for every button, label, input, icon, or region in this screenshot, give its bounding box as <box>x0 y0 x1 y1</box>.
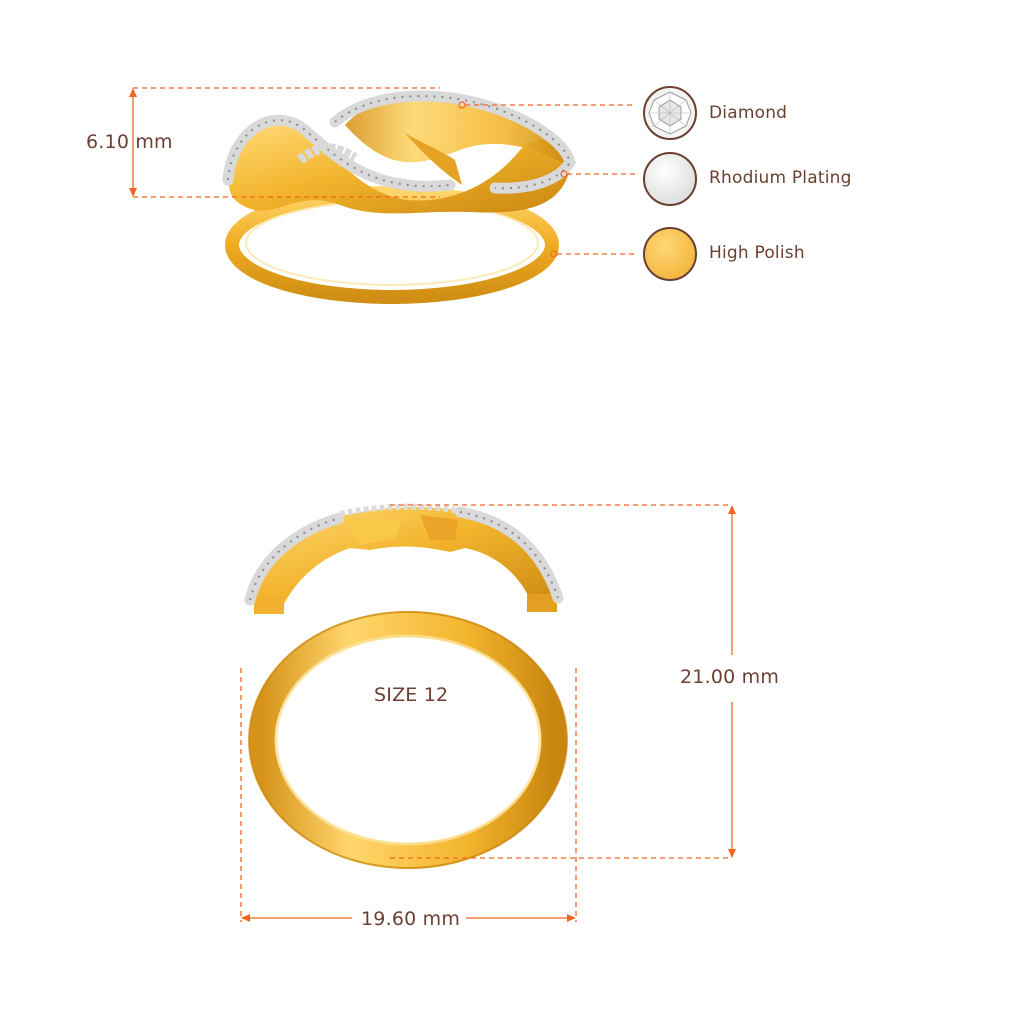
polish-swatch <box>643 227 697 281</box>
legend-label-diamond: Diamond <box>709 103 788 123</box>
ring-size-label: SIZE 12 <box>374 684 449 706</box>
legend-leaders <box>458 101 636 258</box>
ring-top-view <box>222 90 576 304</box>
ring-head <box>250 507 560 612</box>
legend-swatches <box>643 86 697 281</box>
ring-band <box>225 186 559 304</box>
dimension-label-height-top: 6.10 mm <box>86 131 173 153</box>
legend-label-rhodium: Rhodium Plating <box>709 168 852 188</box>
dimension-height-top <box>129 87 440 198</box>
dimension-label-width-front: 19.60 mm <box>361 908 461 930</box>
diamond-icon <box>643 86 697 140</box>
rhodium-swatch <box>643 152 697 206</box>
ring-shank <box>249 611 567 869</box>
pave-diamonds-right <box>329 90 576 194</box>
dimension-height-front <box>390 504 736 859</box>
dimension-label-height-front: 21.00 mm <box>680 666 780 688</box>
dimension-width-front <box>240 668 577 922</box>
ring-front-view <box>244 503 568 869</box>
legend-label-high-polish: High Polish <box>709 243 805 263</box>
